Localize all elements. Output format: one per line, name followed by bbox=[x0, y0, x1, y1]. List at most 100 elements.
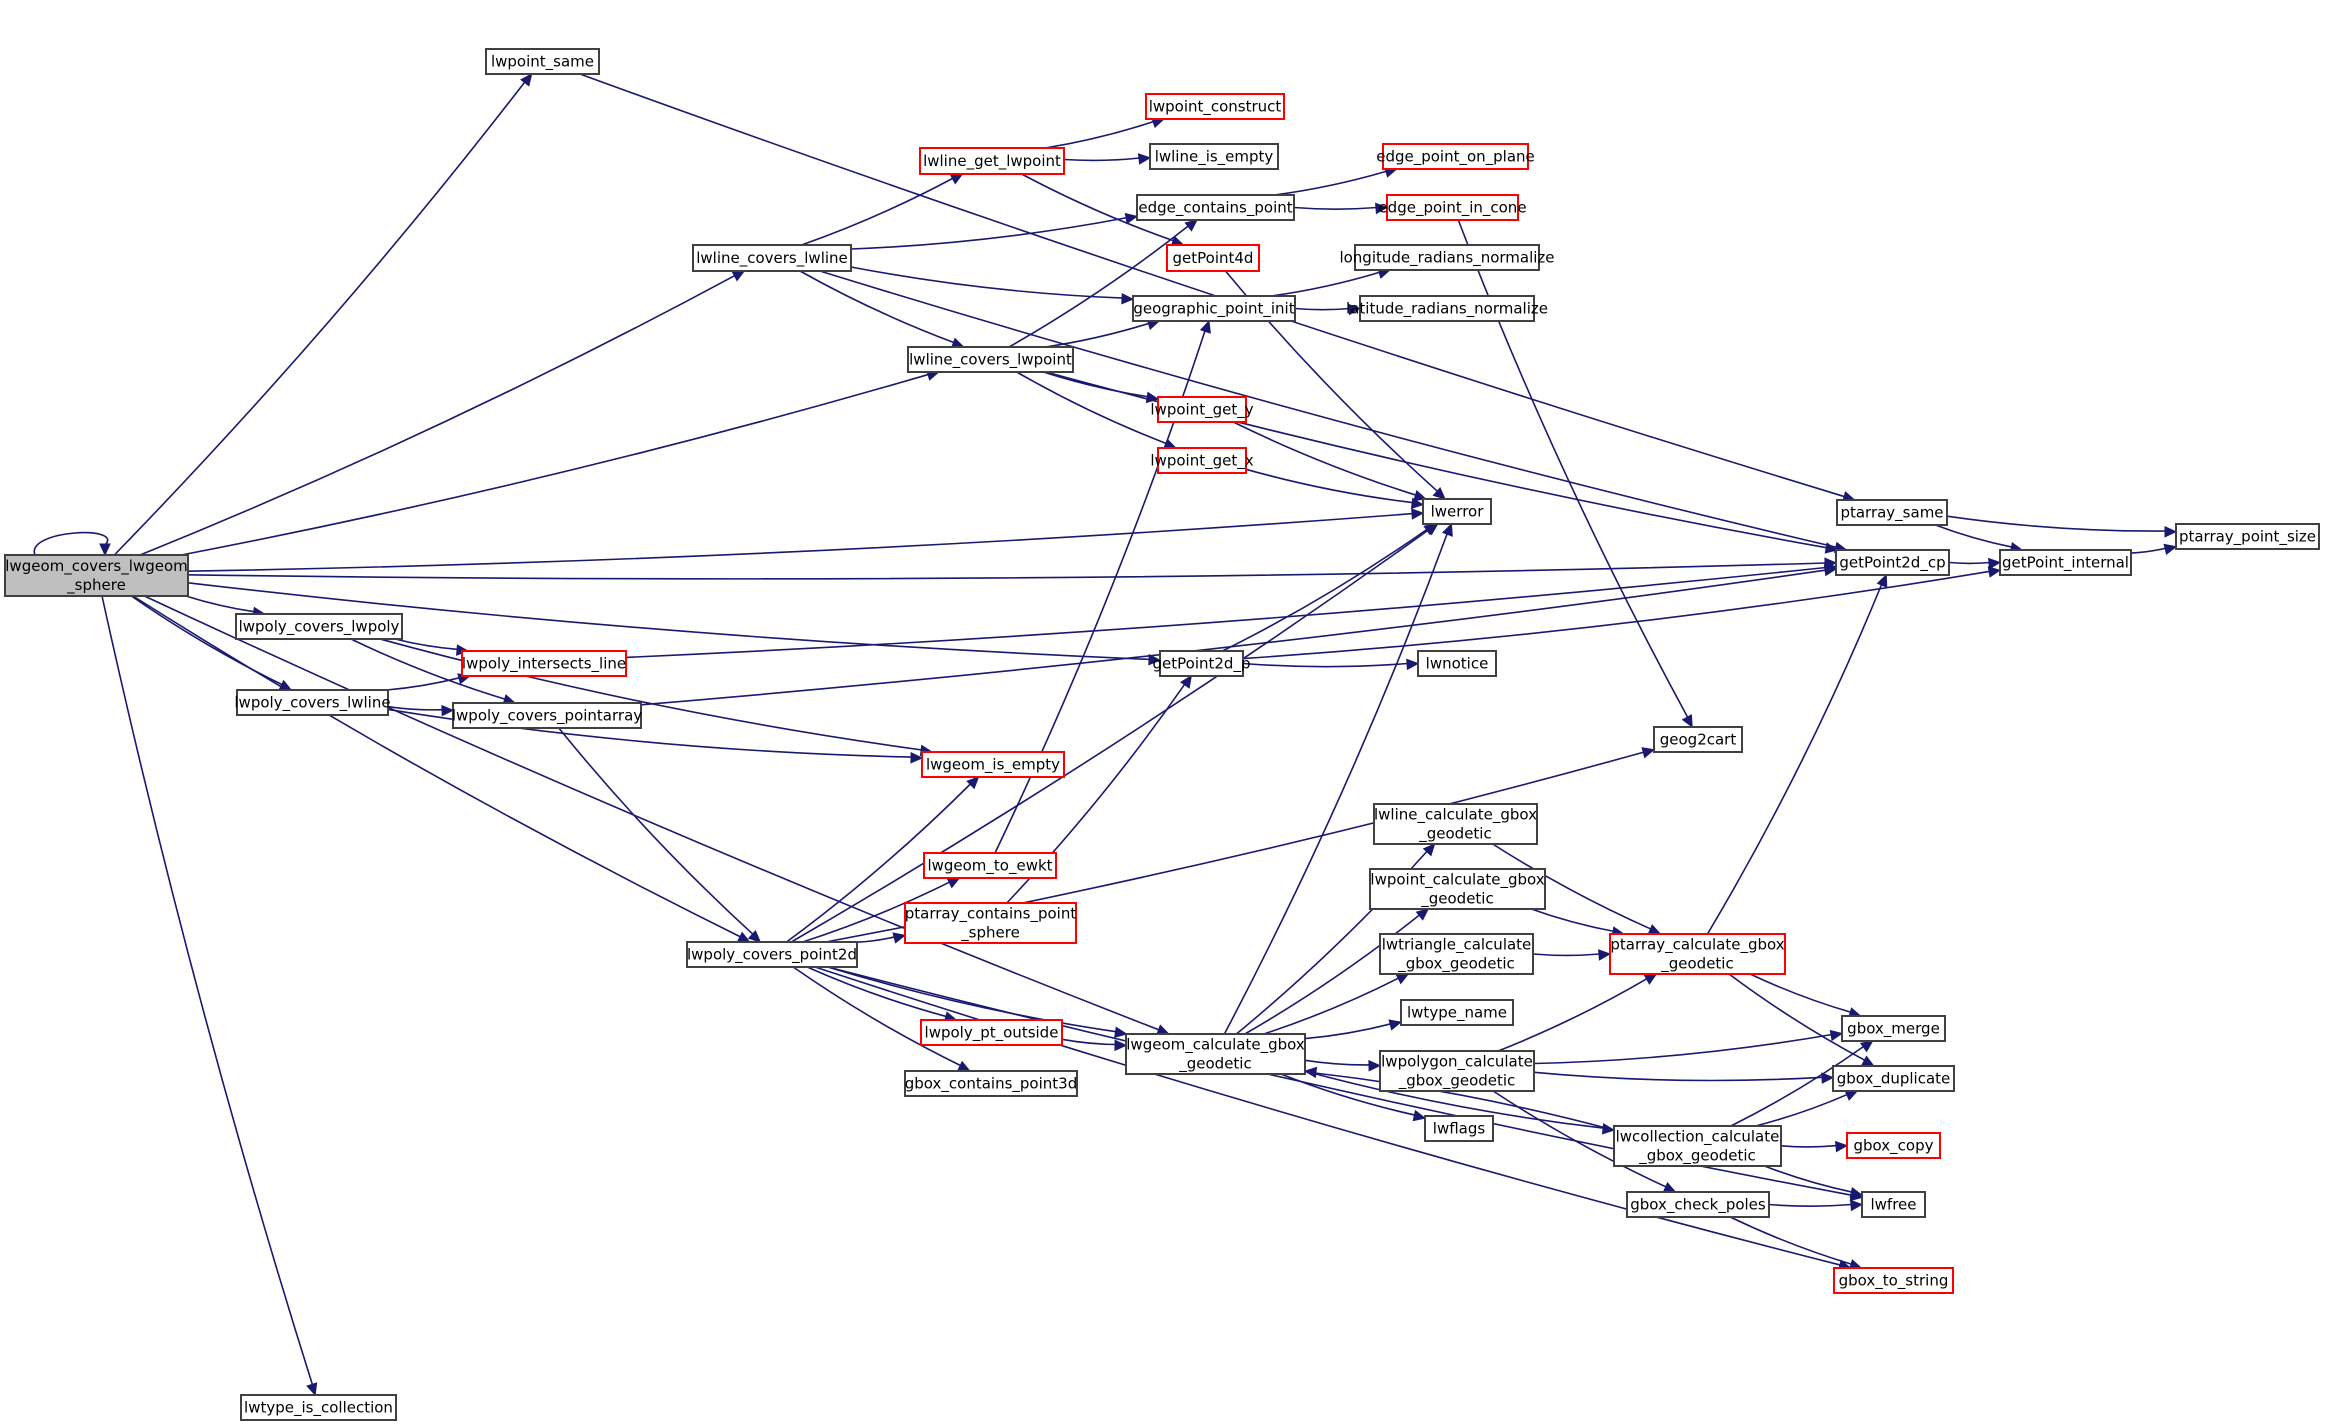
edge-line bbox=[1729, 1216, 1853, 1266]
node-geog2cart[interactable]: geog2cart bbox=[1653, 726, 1743, 753]
node-gbox-to-string[interactable]: gbox_to_string bbox=[1833, 1267, 1954, 1294]
arrowhead-icon bbox=[306, 1382, 318, 1397]
arrowhead-icon bbox=[966, 776, 980, 790]
arrowhead-icon bbox=[1412, 1109, 1427, 1122]
node-gbox-merge[interactable]: gbox_merge bbox=[1841, 1015, 1946, 1042]
node-lwfree[interactable]: lwfree bbox=[1861, 1191, 1926, 1218]
node-label: ptarray_contains_point bbox=[905, 905, 1077, 924]
edge-ptarray-same-to-ptarray-point-size bbox=[1946, 515, 2178, 538]
node-ptarray-same[interactable]: ptarray_same bbox=[1836, 499, 1948, 526]
edge-line bbox=[625, 566, 1827, 659]
edge-line bbox=[814, 966, 1842, 1266]
node-lwline-get-lwpoint[interactable]: lwline_get_lwpoint bbox=[919, 147, 1065, 175]
edge-line bbox=[1533, 1033, 1833, 1065]
arrowhead-icon bbox=[1114, 1039, 1128, 1052]
edge-line bbox=[1706, 583, 1883, 935]
node-lwpoint-get-x[interactable]: lwpoint_get_x bbox=[1150, 447, 1254, 474]
node-ptarray-contains-point-sphere[interactable]: ptarray_contains_point_sphere bbox=[904, 902, 1077, 944]
node-lwline-calculate-gbox-geodetic[interactable]: lwline_calculate_gbox_geodetic bbox=[1373, 803, 1538, 845]
node-lwpoint-construct[interactable]: lwpoint_construct bbox=[1145, 93, 1285, 120]
edge-line bbox=[1304, 1059, 1371, 1066]
edge-line bbox=[1045, 120, 1155, 149]
edge-root-to-getPoint2d-p bbox=[187, 582, 1162, 666]
edge-line bbox=[1497, 977, 1648, 1052]
node-root[interactable]: lwgeom_covers_lwgeom_sphere bbox=[4, 554, 189, 597]
node-label: gbox_copy bbox=[1854, 1137, 1934, 1156]
node-label: gbox_contains_point3d bbox=[905, 1075, 1077, 1094]
node-label: lwline_is_empty bbox=[1155, 148, 1274, 167]
edge-line bbox=[1242, 570, 1991, 660]
node-lwpoly-covers-point2d[interactable]: lwpoly_covers_point2d bbox=[686, 941, 858, 968]
node-lwpoly-covers-lwpoly[interactable]: lwpoly_covers_lwpoly bbox=[235, 613, 403, 640]
edge-line bbox=[792, 966, 962, 1067]
arrowhead-icon bbox=[1375, 202, 1389, 215]
node-gbox-contains-point3d[interactable]: gbox_contains_point3d bbox=[904, 1070, 1078, 1097]
node-geographic-point-init[interactable]: geographic_point_init bbox=[1132, 295, 1296, 322]
node-label: getPoint4d bbox=[1173, 249, 1254, 267]
node-label: lwtype_name bbox=[1407, 1004, 1507, 1023]
arrowhead-icon bbox=[1303, 1066, 1318, 1079]
node-ptarray-point-size[interactable]: ptarray_point_size bbox=[2175, 523, 2320, 550]
node-gbox-check-poles[interactable]: gbox_check_poles bbox=[1626, 1191, 1770, 1218]
node-latitude-radians-normalize[interactable]: latitude_radians_normalize bbox=[1346, 295, 1548, 322]
node-getPoint2d-p[interactable]: getPoint2d_p bbox=[1153, 650, 1251, 677]
node-lwtype-name[interactable]: lwtype_name bbox=[1400, 999, 1514, 1026]
node-lwgeom-is-empty[interactable]: lwgeom_is_empty bbox=[921, 751, 1065, 778]
edge-lwcollection-calculate-gbox-geodetic-to-gbox-copy bbox=[1780, 1140, 1849, 1153]
node-getPoint-internal[interactable]: getPoint_internal bbox=[1999, 549, 2132, 576]
node-label: edge_point_on_plane bbox=[1376, 148, 1535, 167]
node-lwgeom-to-ewkt[interactable]: lwgeom_to_ewkt bbox=[923, 852, 1057, 879]
arrowhead-icon bbox=[736, 931, 751, 943]
node-label: getPoint2d_p bbox=[1153, 655, 1251, 674]
node-label: lwpoly_pt_outside bbox=[925, 1024, 1059, 1043]
node-label: lwcollection_calculate bbox=[1616, 1128, 1780, 1147]
edge-line bbox=[827, 966, 1117, 1033]
edge-line bbox=[144, 595, 1160, 1031]
edge-lwpoly-covers-lwline-to-lwpoly-intersects-line bbox=[386, 673, 471, 691]
node-box bbox=[2175, 523, 2320, 550]
edge-line bbox=[1061, 1038, 1117, 1046]
node-lwgeom-calculate-gbox-geodetic[interactable]: lwgeom_calculate_gbox_geodetic bbox=[1125, 1033, 1306, 1075]
node-gbox-duplicate[interactable]: gbox_duplicate bbox=[1832, 1065, 1955, 1092]
node-ptarray-calculate-gbox-geodetic[interactable]: ptarray_calculate_gbox_geodetic bbox=[1609, 933, 1786, 975]
node-lwline-covers-lwpoint[interactable]: lwline_covers_lwpoint bbox=[907, 346, 1074, 373]
edge-line bbox=[185, 595, 255, 613]
node-label: lwfree bbox=[1870, 1196, 1916, 1214]
node-edge-point-on-plane[interactable]: edge_point_on_plane bbox=[1376, 143, 1535, 170]
node-label: lwpoint_calculate_gbox bbox=[1370, 871, 1544, 890]
node-longitude-radians-normalize[interactable]: longitude_radians_normalize bbox=[1339, 244, 1555, 271]
node-lwpoly-intersects-line[interactable]: lwpoly_intersects_line bbox=[461, 650, 627, 677]
node-lwpoly-covers-lwline[interactable]: lwpoly_covers_lwline bbox=[234, 689, 391, 716]
node-lwnotice[interactable]: lwnotice bbox=[1417, 650, 1497, 677]
node-lwpoint-same[interactable]: lwpoint_same bbox=[485, 48, 600, 75]
node-lwline-is-empty[interactable]: lwline_is_empty bbox=[1149, 143, 1279, 170]
node-lwtype-is-collection[interactable]: lwtype_is_collection bbox=[240, 1394, 397, 1421]
arrowhead-icon bbox=[1860, 1055, 1875, 1067]
node-box bbox=[1354, 244, 1540, 271]
edge-root-to-lwline-covers-lwline bbox=[139, 270, 746, 556]
node-lwcollection-calculate-gbox-geodetic[interactable]: lwcollection_calculate_gbox_geodetic bbox=[1613, 1125, 1782, 1167]
node-lwflags[interactable]: lwflags bbox=[1424, 1115, 1494, 1142]
node-label: _geodetic bbox=[1418, 825, 1491, 844]
node-getPoint2d-cp[interactable]: getPoint2d_cp bbox=[1835, 549, 1950, 576]
node-lwpoly-covers-pointarray[interactable]: lwpoly_covers_pointarray bbox=[452, 702, 642, 729]
node-lwpoint-calculate-gbox-geodetic[interactable]: lwpoint_calculate_gbox_geodetic bbox=[1369, 868, 1546, 910]
arrowhead-icon bbox=[1988, 557, 2002, 570]
edge-lwcollection-calculate-gbox-geodetic-to-lwgeom-calculate-gbox-geodetic bbox=[1303, 1066, 1615, 1131]
node-label: lwgeom_is_empty bbox=[926, 756, 1060, 775]
node-gbox-copy[interactable]: gbox_copy bbox=[1846, 1132, 1941, 1159]
node-lwpolygon-calculate-gbox-geodetic[interactable]: lwpolygon_calculate_gbox_geodetic bbox=[1379, 1050, 1535, 1092]
edge-lwpoly-covers-point2d-to-lwerror bbox=[790, 523, 1439, 943]
edge-line bbox=[1232, 421, 1417, 497]
node-lwtriangle-calculate-gbox-geodetic[interactable]: lwtriangle_calculate_gbox_geodetic bbox=[1379, 933, 1534, 975]
node-label: lwtype_is_collection bbox=[244, 1399, 393, 1418]
node-edge-point-in-cone[interactable]: edge_point_in_cone bbox=[1378, 194, 1527, 221]
node-lwpoly-pt-outside[interactable]: lwpoly_pt_outside bbox=[920, 1019, 1063, 1046]
node-edge-contains-point[interactable]: edge_contains_point bbox=[1136, 194, 1295, 221]
node-box bbox=[1417, 650, 1497, 677]
node-box bbox=[1836, 499, 1948, 526]
node-lwline-covers-lwline[interactable]: lwline_covers_lwline bbox=[692, 244, 852, 272]
node-lwpoint-get-y[interactable]: lwpoint_get_y bbox=[1150, 396, 1254, 423]
node-getPoint4d[interactable]: getPoint4d bbox=[1166, 244, 1260, 272]
node-lwerror[interactable]: lwerror bbox=[1422, 498, 1492, 525]
